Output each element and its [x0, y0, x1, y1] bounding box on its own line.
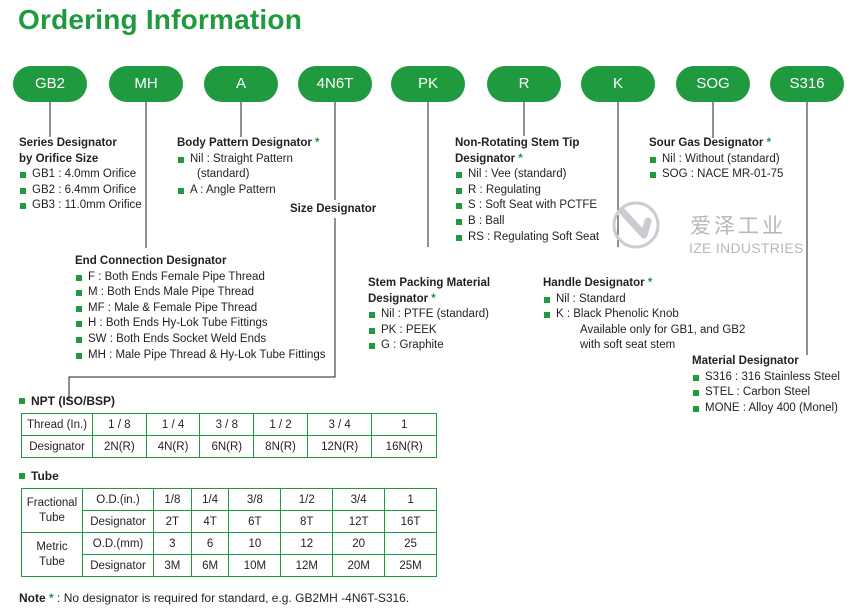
list-item: B : Ball	[455, 214, 599, 230]
code-sour-gas-pill: SOG	[676, 66, 750, 102]
end-connection-heading: End Connection Designator	[75, 255, 227, 267]
body-pattern-heading: Body Pattern Designator *	[177, 137, 320, 149]
npt-heading: NPT (ISO/BSP)	[19, 394, 115, 408]
code-body-pattern-pill: A	[204, 66, 278, 102]
page-title: Ordering Information	[18, 4, 302, 35]
handle-block: Handle Designator * Nil : Standard K : B…	[543, 276, 745, 354]
sour-gas-heading: Sour Gas Designator *	[649, 137, 772, 149]
list-item: Nil : Straight Pattern	[177, 152, 320, 168]
watermark-en-text: IZE INDUSTRIES	[689, 240, 804, 256]
table-row: Thread (In.) 1 / 8 1 / 4 3 / 8 1 / 2 3 /…	[21, 413, 437, 436]
body-pattern-block: Body Pattern Designator * Nil : Straight…	[177, 136, 320, 198]
code-stem-tip-pill: R	[487, 66, 561, 102]
code-material-pill: S316	[770, 66, 844, 102]
list-item: SW : Both Ends Socket Weld Ends	[75, 332, 326, 348]
size-heading: Size Designator	[290, 203, 377, 215]
list-item: GB1 : 4.0mm Orifice	[19, 167, 142, 183]
ize-logo-icon	[612, 201, 660, 249]
list-item-continued: Available only for GB1, and GB2	[580, 323, 746, 336]
list-item-continued: (standard)	[197, 168, 250, 181]
code-stem-packing-pill: PK	[391, 66, 465, 102]
list-item: GB3 : 11.0mm Orifice	[19, 198, 142, 214]
code-series-pill: GB2	[13, 66, 87, 102]
list-item: Nil : Standard	[543, 292, 745, 308]
table-row: Designator 2T 4T 6T 8T 12T 16T	[22, 510, 437, 533]
handle-heading: Handle Designator *	[543, 277, 653, 289]
list-item: G : Graphite	[368, 338, 490, 354]
list-item: SOG : NACE MR-01-75	[649, 167, 783, 183]
list-item: Nil : Without (standard)	[649, 152, 783, 168]
list-item: GB2 : 6.4mm Orifice	[19, 183, 142, 199]
list-item: STEL : Carbon Steel	[692, 385, 840, 401]
list-item: Nil : Vee (standard)	[455, 167, 599, 183]
list-item: H : Both Ends Hy-Lok Tube Fittings	[75, 316, 326, 332]
material-heading: Material Designator	[692, 355, 799, 367]
tube-heading: Tube	[19, 469, 59, 483]
list-item: MONE : Alloy 400 (Monel)	[692, 401, 840, 417]
table-row: Designator 3M 6M 10M 12M 20M 25M	[22, 554, 437, 577]
list-item: Nil : PTFE (standard)	[368, 307, 490, 323]
list-item: MH : Male Pipe Thread & Hy-Lok Tube Fitt…	[75, 348, 326, 364]
end-connection-block: End Connection Designator F : Both Ends …	[75, 254, 326, 363]
material-block: Material Designator S316 : 316 Stainless…	[692, 354, 840, 416]
code-handle-pill: K	[581, 66, 655, 102]
list-item: RS : Regulating Soft Seat	[455, 230, 599, 246]
list-item: MF : Male & Female Pipe Thread	[75, 301, 326, 317]
list-item: PK : PEEK	[368, 323, 490, 339]
sour-gas-block: Sour Gas Designator * Nil : Without (sta…	[649, 136, 783, 183]
list-item: S : Soft Seat with PCTFE	[455, 198, 599, 214]
list-item: M : Both Ends Male Pipe Thread	[75, 285, 326, 301]
list-item: F : Both Ends Female Pipe Thread	[75, 270, 326, 286]
list-item: R : Regulating	[455, 183, 599, 199]
code-end-connection-pill: MH	[109, 66, 183, 102]
npt-table: Thread (In.) 1 / 8 1 / 4 3 / 8 1 / 2 3 /…	[21, 413, 437, 458]
footnote: Note * : No designator is required for s…	[19, 591, 410, 605]
watermark-cn-text: 爱泽工业	[690, 215, 786, 238]
list-item: S316 : 316 Stainless Steel	[692, 370, 840, 386]
list-item: K : Black Phenolic Knob	[543, 307, 745, 323]
size-designator-block: Size Designator	[290, 202, 376, 218]
code-size-pill: 4N6T	[298, 66, 372, 102]
list-item: A : Angle Pattern	[177, 183, 320, 199]
list-item-continued: with soft seat stem	[580, 339, 676, 352]
table-row: Designator 2N(R) 4N(R) 6N(R) 8N(R) 12N(R…	[21, 435, 437, 458]
